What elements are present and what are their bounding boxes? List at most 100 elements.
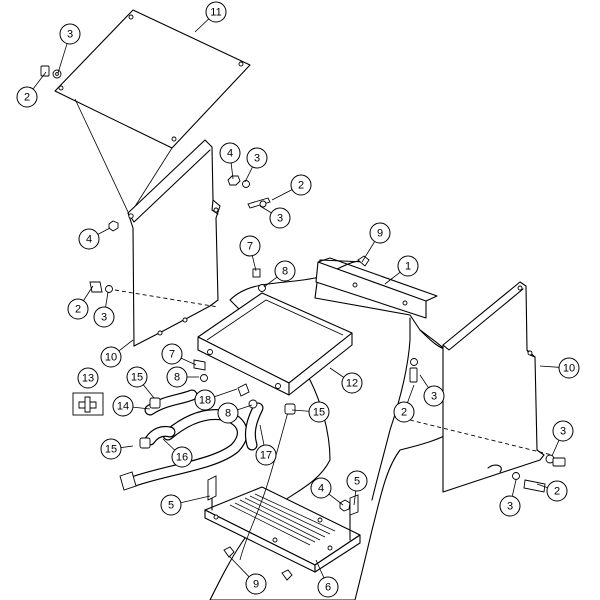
callout-leader xyxy=(237,404,253,411)
callout-circle xyxy=(369,222,391,244)
callout-leader xyxy=(251,255,257,272)
callout-number: 15 xyxy=(131,372,143,384)
callout-circle xyxy=(290,174,312,196)
callout-circle xyxy=(393,401,415,423)
callout-number: 1 xyxy=(405,261,411,273)
oil-cooler xyxy=(197,292,353,396)
callout-leader xyxy=(263,276,278,288)
callout-circle xyxy=(310,477,332,499)
callout-2: 2 xyxy=(393,384,415,423)
callout-circle xyxy=(126,366,148,388)
callout-8: 8 xyxy=(263,260,296,288)
callout-circle xyxy=(552,420,574,442)
callout-10: 10 xyxy=(100,339,134,368)
callout-circle xyxy=(93,306,115,328)
callout-leader xyxy=(407,384,415,403)
bottom-tray xyxy=(204,486,361,573)
callout-circle xyxy=(205,1,227,23)
callout-2: 2 xyxy=(271,174,312,201)
hardware xyxy=(40,65,566,581)
callout-circle xyxy=(160,494,182,516)
callout-17: 17 xyxy=(255,424,277,466)
callout-number: 2 xyxy=(24,92,30,104)
callout-circle xyxy=(194,389,216,411)
callout-number: 13 xyxy=(82,373,94,385)
callout-leader xyxy=(259,424,265,446)
right-side-panel xyxy=(442,281,545,493)
left-side-panel xyxy=(127,139,221,347)
callout-3: 3 xyxy=(259,205,291,229)
callout-number: 7 xyxy=(169,349,175,361)
callout-circle xyxy=(546,480,568,502)
callout-number: 10 xyxy=(563,363,575,375)
callout-circle xyxy=(346,470,368,492)
callout-leader xyxy=(180,495,211,504)
callout-number: 11 xyxy=(210,7,221,19)
callout-leader xyxy=(162,438,176,451)
callout-number: 8 xyxy=(174,372,180,384)
callout-circle xyxy=(100,346,122,368)
callout-number: 8 xyxy=(282,266,288,278)
callout-circle xyxy=(341,372,363,394)
callout-8: 8 xyxy=(217,402,253,424)
callout-circle xyxy=(217,402,239,424)
callout-circle xyxy=(112,395,134,417)
callout-leader xyxy=(419,374,429,388)
alignment-line-left xyxy=(114,289,219,308)
callout-3: 3 xyxy=(57,23,81,74)
callout-leader xyxy=(57,43,68,74)
callout-circle xyxy=(171,446,193,468)
callout-circle xyxy=(274,260,296,282)
callout-leader xyxy=(539,365,560,368)
callout-number: 18 xyxy=(199,395,211,407)
callout-number: 2 xyxy=(75,304,81,316)
callout-circle xyxy=(558,357,580,379)
callout-number: 3 xyxy=(431,391,437,403)
callout-15: 15 xyxy=(126,366,155,399)
callout-circle xyxy=(166,366,188,388)
callout-3: 3 xyxy=(244,147,268,183)
callout-leader xyxy=(291,409,310,412)
callout-number: 3 xyxy=(507,501,513,513)
callout-15: 15 xyxy=(100,438,134,460)
callout-circle xyxy=(255,444,277,466)
callout-leader xyxy=(83,285,94,301)
callout-circle xyxy=(317,576,339,598)
callout-number: 12 xyxy=(346,378,358,390)
callout-leader xyxy=(120,445,134,449)
callout-number: 2 xyxy=(298,180,304,192)
callout-18: 18 xyxy=(194,388,238,411)
callout-2: 2 xyxy=(16,71,47,108)
alignment-line-right xyxy=(409,419,553,456)
callout-number: 10 xyxy=(105,352,117,364)
callout-circle xyxy=(59,23,81,45)
callout-7: 7 xyxy=(161,343,197,366)
callout-number: 2 xyxy=(554,486,560,498)
callout-number: 9 xyxy=(377,228,383,240)
callout-3: 3 xyxy=(551,420,574,457)
callout-number: 15 xyxy=(105,444,117,456)
callout-number: 8 xyxy=(225,408,231,420)
callout-circle xyxy=(100,438,122,460)
callout-7: 7 xyxy=(239,235,261,272)
callout-number: 3 xyxy=(254,153,260,165)
callout-circle xyxy=(423,385,445,407)
callout-12: 12 xyxy=(329,367,363,394)
callout-3: 3 xyxy=(93,291,115,328)
callout-circle xyxy=(269,207,291,229)
callout-leader xyxy=(142,384,155,399)
callout-leader xyxy=(315,559,325,579)
callout-leader xyxy=(511,479,517,497)
callout-leader xyxy=(214,388,238,398)
callout-number: 16 xyxy=(176,452,188,464)
callout-circle xyxy=(219,142,241,164)
callout-leader xyxy=(105,291,109,308)
callout-leader xyxy=(180,357,197,366)
callout-leader xyxy=(328,493,344,506)
callout-number: 2 xyxy=(401,407,407,419)
callout-4: 4 xyxy=(310,477,344,506)
callout-number: 4 xyxy=(318,483,324,495)
callout-number: 5 xyxy=(354,476,360,488)
